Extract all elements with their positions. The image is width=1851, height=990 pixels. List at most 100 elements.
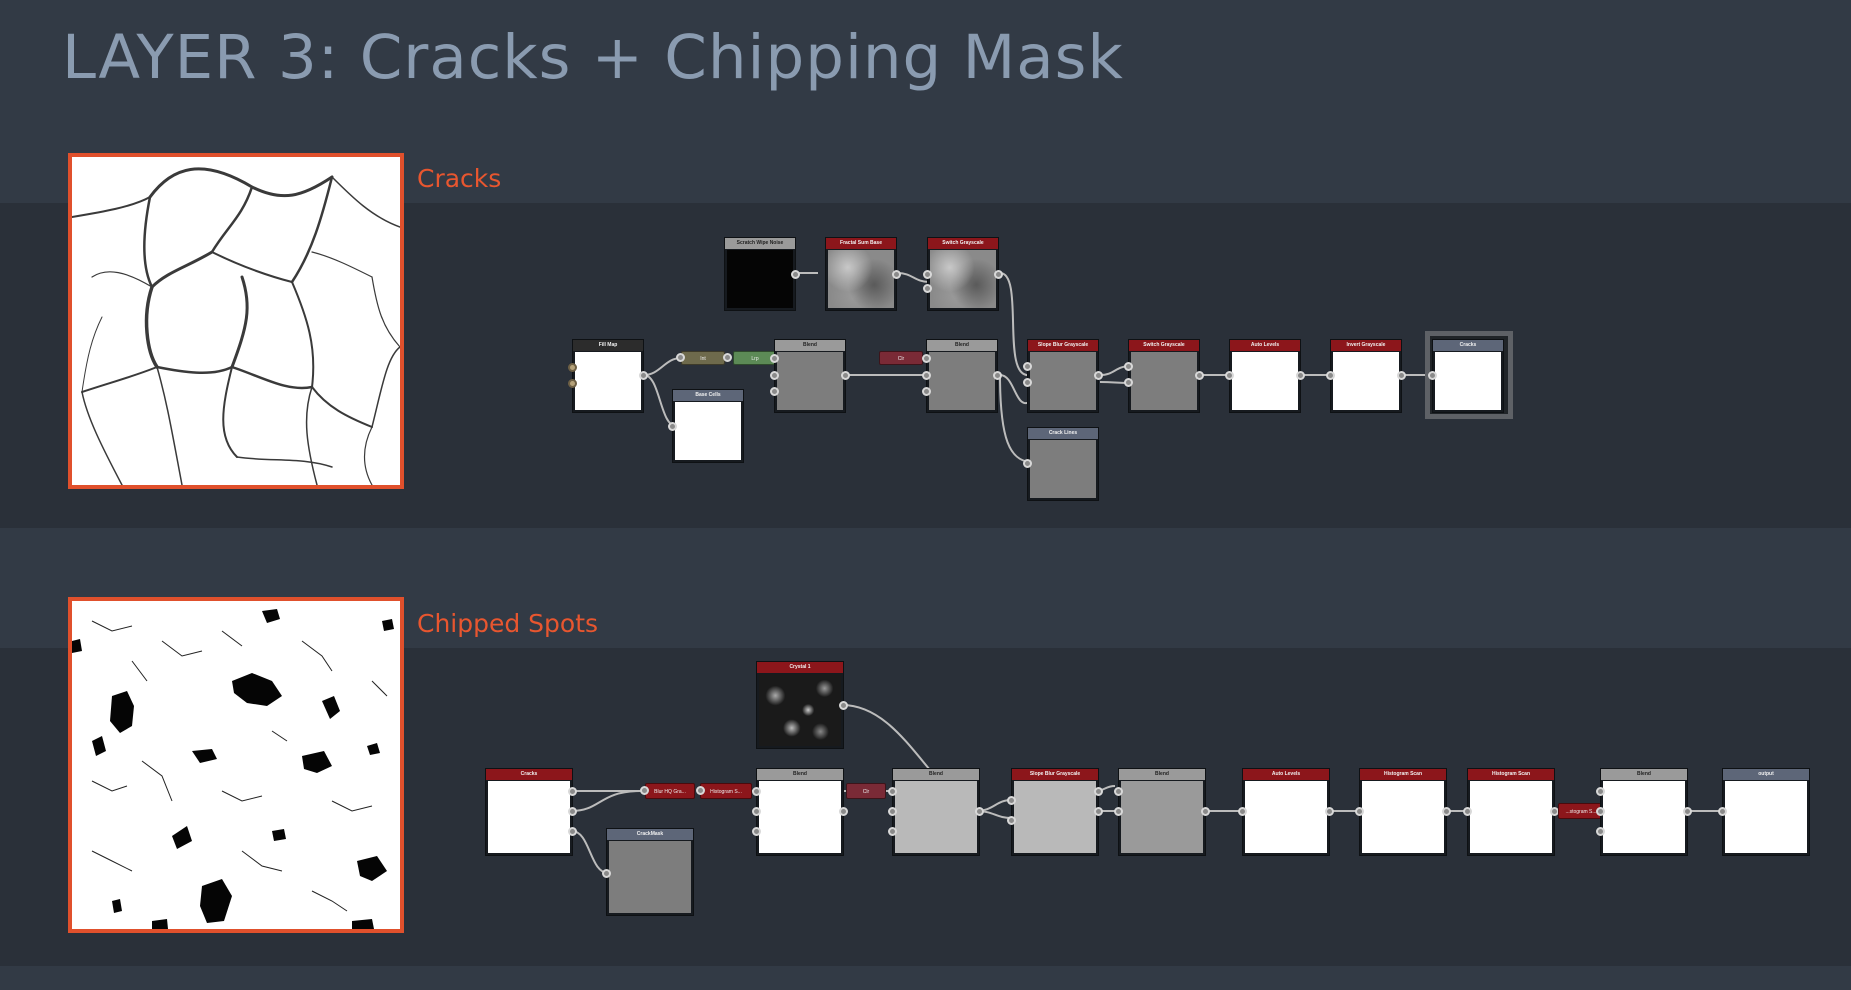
output-pin[interactable] (892, 270, 901, 279)
node-auto-levels[interactable]: Auto Levels (1225, 339, 1305, 413)
output-pin[interactable] (1094, 787, 1103, 796)
output-pin[interactable] (568, 807, 577, 816)
node-blend-c2[interactable]: Blend (888, 768, 984, 856)
node-base-cells[interactable]: Base Cells (668, 389, 744, 463)
input-pin[interactable] (1463, 807, 1472, 816)
output-pin[interactable] (1195, 371, 1204, 380)
node-fill-map[interactable]: Fill Map (568, 339, 648, 413)
input-pin[interactable] (1114, 807, 1123, 816)
input-pin[interactable] (1007, 816, 1016, 825)
input-pin[interactable] (1023, 459, 1032, 468)
chip-lrp[interactable]: Lrp (733, 351, 777, 365)
input-pin[interactable] (888, 787, 897, 796)
input-pin[interactable] (1114, 787, 1123, 796)
output-pin[interactable] (1094, 807, 1103, 816)
input-pin[interactable] (888, 807, 897, 816)
input-pin[interactable] (1355, 807, 1364, 816)
node-cracks-output[interactable]: Cracks (1428, 339, 1504, 413)
output-pin[interactable] (1442, 807, 1451, 816)
input-pin[interactable] (1023, 378, 1032, 387)
input-pin[interactable] (1238, 807, 1247, 816)
chip-blur-hq-pin[interactable] (640, 786, 649, 795)
node-blend-c4[interactable]: Blend (1596, 768, 1692, 856)
input-pin[interactable] (1124, 378, 1133, 387)
node-fractal-thumb (828, 250, 894, 308)
input-pin[interactable] (922, 371, 931, 380)
node-switch-grayscale-top[interactable]: Switch Grayscale (923, 237, 1003, 311)
input-pin[interactable] (752, 827, 761, 836)
output-pin[interactable] (1325, 807, 1334, 816)
output-pin[interactable] (839, 701, 848, 710)
output-pin[interactable] (975, 807, 984, 816)
input-pin[interactable] (923, 270, 932, 279)
node-invert-grayscale[interactable]: Invert Grayscale (1326, 339, 1406, 413)
chip-histogram-s-pin[interactable] (696, 786, 705, 795)
node-fractal-sum-base[interactable]: Fractal Sum Base (825, 237, 901, 311)
input-pin[interactable] (1596, 787, 1605, 796)
node-blend-c1[interactable]: Blend (752, 768, 848, 856)
output-pin[interactable] (1094, 371, 1103, 380)
input-pin[interactable] (888, 827, 897, 836)
input-pin[interactable] (1023, 362, 1032, 371)
output-pin[interactable] (639, 371, 648, 380)
node-crystal-1[interactable]: Crystal 1 (756, 661, 848, 749)
node-slope-blur-chipped[interactable]: Slope Blur Grayscale (1007, 768, 1103, 856)
input-pin[interactable] (1007, 796, 1016, 805)
output-pin[interactable] (1201, 807, 1210, 816)
node-histogram-scan-1[interactable]: Histogram Scan (1355, 768, 1451, 856)
input-pin[interactable] (1596, 827, 1605, 836)
input-pin[interactable] (923, 284, 932, 293)
input-pin[interactable] (752, 807, 761, 816)
node-blend2-thumb (929, 352, 995, 410)
node-blend-1[interactable]: Blend (770, 339, 850, 413)
node-crack-mask[interactable]: CrackMask (602, 828, 694, 916)
input-pin[interactable] (668, 422, 677, 431)
output-pin[interactable] (568, 787, 577, 796)
input-pin[interactable] (568, 379, 577, 388)
input-pin[interactable] (602, 869, 611, 878)
output-pin[interactable] (994, 270, 1003, 279)
output-pin[interactable] (1296, 371, 1305, 380)
input-pin[interactable] (1124, 362, 1133, 371)
output-pin[interactable] (839, 807, 848, 816)
chip-int[interactable]: Int (681, 351, 725, 365)
node-cracks-input[interactable]: Cracks (485, 768, 577, 856)
input-pin[interactable] (922, 354, 931, 363)
node-switch-top-title: Switch Grayscale (928, 238, 998, 249)
output-pin[interactable] (791, 270, 800, 279)
node-crack-lines[interactable]: Crack Lines (1023, 427, 1099, 501)
chip-clr[interactable]: Clr (879, 351, 923, 365)
output-pin[interactable] (1683, 807, 1692, 816)
chip-lrp-pin[interactable] (723, 353, 732, 362)
chip-clr-chipped[interactable]: Clr (846, 783, 886, 799)
input-pin[interactable] (1326, 371, 1335, 380)
chip-int-pin[interactable] (676, 353, 685, 362)
input-pin[interactable] (770, 354, 779, 363)
input-pin[interactable] (1428, 371, 1437, 380)
node-blend-c3[interactable]: Blend (1114, 768, 1210, 856)
node-histogram-scan-2[interactable]: Histogram Scan (1463, 768, 1559, 856)
output-pin[interactable] (841, 371, 850, 380)
input-pin[interactable] (770, 371, 779, 380)
input-pin[interactable] (1596, 807, 1605, 816)
input-pin[interactable] (770, 387, 779, 396)
input-pin[interactable] (1225, 371, 1234, 380)
node-histo-scan2-thumb (1470, 781, 1552, 853)
output-pin[interactable] (1397, 371, 1406, 380)
node-blend-2[interactable]: Blend (922, 339, 1002, 413)
node-output[interactable]: output (1718, 768, 1810, 856)
node-fractal-title: Fractal Sum Base (826, 238, 896, 249)
output-pin[interactable] (993, 371, 1002, 380)
node-auto-levels-chipped-thumb (1245, 781, 1327, 853)
node-slope-blur-grayscale[interactable]: Slope Blur Grayscale (1023, 339, 1103, 413)
chip-blur-hq[interactable]: Blur HQ Gra... (645, 783, 695, 799)
input-pin[interactable] (922, 387, 931, 396)
node-scratch-wipe-noise[interactable]: Scratch Wipe Noise (724, 237, 800, 311)
chip-histogram-s[interactable]: Histogram S... (700, 783, 752, 799)
input-pin[interactable] (752, 787, 761, 796)
node-auto-levels-chipped[interactable]: Auto Levels (1238, 768, 1334, 856)
output-pin[interactable] (568, 827, 577, 836)
node-switch-grayscale[interactable]: Switch Grayscale (1124, 339, 1204, 413)
input-pin[interactable] (568, 363, 577, 372)
input-pin[interactable] (1718, 807, 1727, 816)
